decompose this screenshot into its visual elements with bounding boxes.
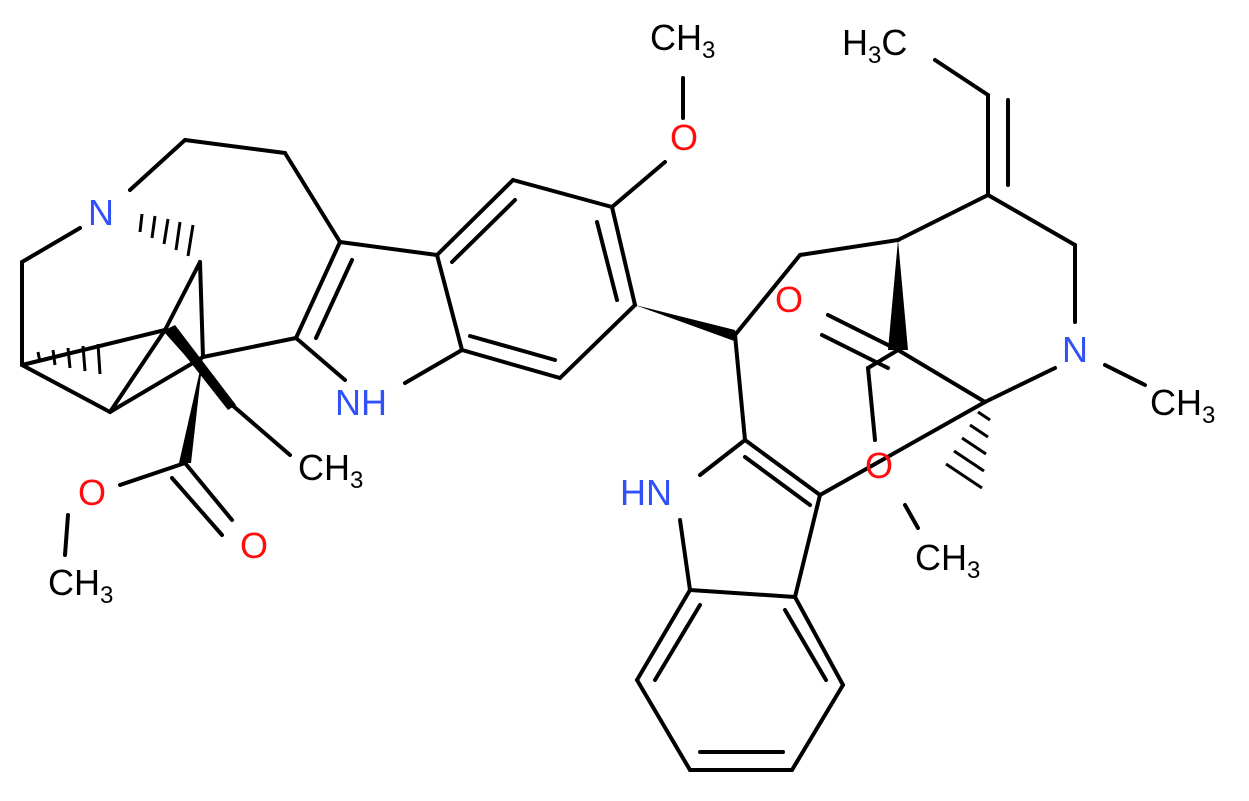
o-ester-left-single-label: O [78,472,106,513]
ch3-ethyl-label: CH3 [298,447,363,494]
n-left-label: N [88,192,114,233]
o-ester-right-double-label: O [775,279,803,320]
o-ester-left-double-label: O [240,525,268,566]
atom-labels: N NH HN N O CH3 O O CH3 CH3 H3C CH3 O O … [48,17,1215,609]
stereo-bonds [36,213,991,490]
h3c-ethylidene-label: H3C [842,22,907,69]
nh-left-label: NH [335,382,387,423]
ch3-methoxy-label: CH3 [650,17,715,64]
o-methoxy-label: O [670,117,698,158]
hn-right-label: HN [620,472,672,513]
ch3-ester-right-label: CH3 [915,537,980,584]
ch3-nmethyl-label: CH3 [1150,382,1215,429]
o-ester-right-single-label: O [865,445,893,486]
n-right-label: N [1062,329,1088,370]
ch3-ester-left-label: CH3 [48,562,113,609]
